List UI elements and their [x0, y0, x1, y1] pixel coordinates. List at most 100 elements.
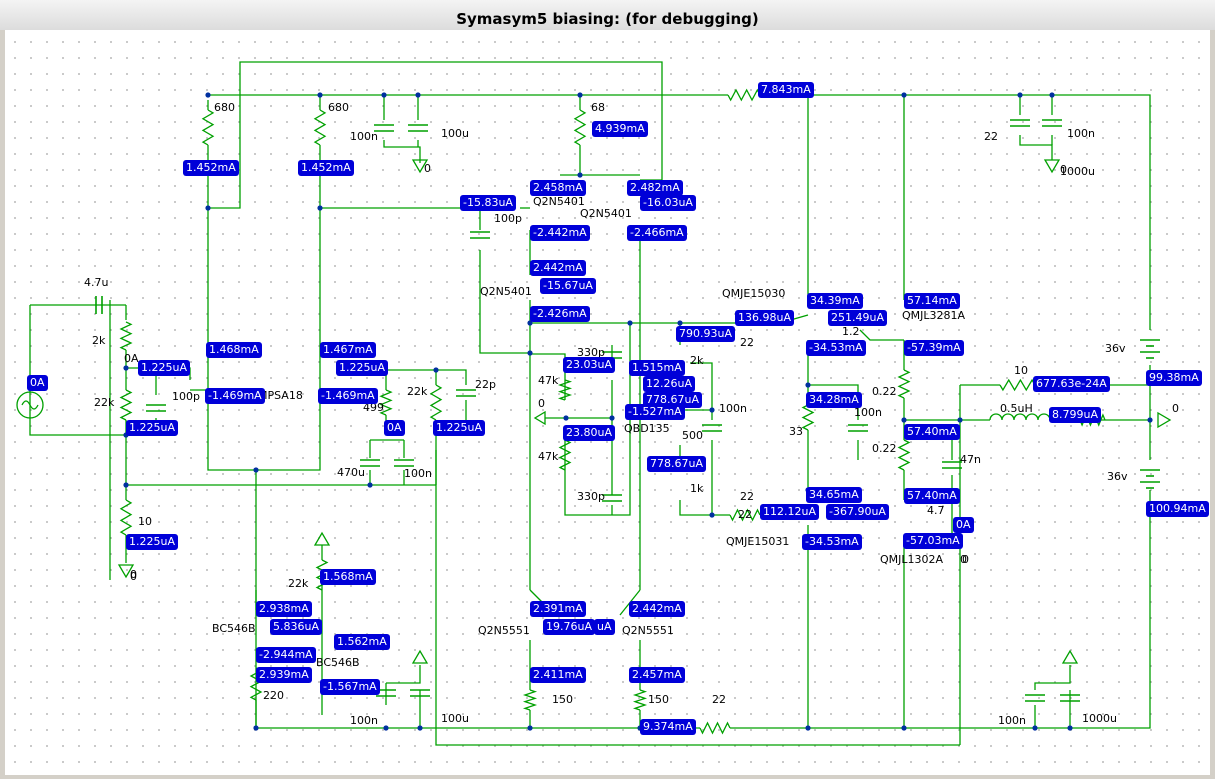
- current-probe-label[interactable]: 57.40mA: [904, 488, 960, 504]
- component-label: 0: [130, 570, 137, 583]
- current-probe-label[interactable]: 4.939mA: [592, 121, 648, 137]
- current-probe-label[interactable]: 1.515mA: [629, 360, 685, 376]
- resistor-v-2: [119, 499, 133, 536]
- current-probe-label[interactable]: 0A: [27, 375, 48, 391]
- current-probe-label[interactable]: 12.26uA: [643, 376, 695, 392]
- current-probe-label[interactable]: 1.468mA: [206, 342, 262, 358]
- current-probe-label[interactable]: 778.67uA: [647, 456, 706, 472]
- resistor-v-5: [573, 109, 587, 146]
- resistor-v-4: [313, 109, 327, 146]
- component-label: BC546B: [212, 622, 256, 635]
- current-probe-label[interactable]: 2.442mA: [629, 601, 685, 617]
- wire-76: [1019, 135, 1053, 160]
- current-probe-label[interactable]: -34.53mA: [802, 534, 862, 550]
- current-probe-label[interactable]: -1.567mA: [320, 679, 380, 695]
- current-probe-label[interactable]: -15.67uA: [540, 278, 596, 294]
- component-label: 0: [1060, 163, 1067, 176]
- current-probe-label[interactable]: 57.14mA: [904, 293, 960, 309]
- current-probe-label[interactable]: 2.458mA: [530, 180, 586, 196]
- current-probe-label[interactable]: 34.28mA: [806, 392, 862, 408]
- current-probe-label[interactable]: 19.76uA: [543, 619, 595, 635]
- current-probe-label[interactable]: -15.83uA: [460, 195, 516, 211]
- component-label: 22k: [94, 396, 115, 409]
- wire-43: [711, 440, 730, 516]
- current-probe-label[interactable]: -57.39mA: [904, 340, 964, 356]
- current-probe-label[interactable]: 2.939mA: [256, 667, 312, 683]
- current-probe-label[interactable]: uA: [594, 619, 615, 635]
- current-probe-label[interactable]: 99.38mA: [1146, 370, 1202, 386]
- wire-85: [386, 369, 467, 385]
- current-probe-label[interactable]: 34.39mA: [807, 293, 863, 309]
- junction-33: [527, 725, 533, 731]
- wire-80: [1034, 665, 1071, 690]
- component-label: 10: [1014, 364, 1028, 377]
- current-probe-label[interactable]: 1.225uA: [126, 534, 178, 550]
- current-probe-label[interactable]: -1.469mA: [318, 388, 378, 404]
- current-probe-label[interactable]: 2.391mA: [530, 601, 586, 617]
- current-probe-label[interactable]: 1.452mA: [298, 160, 354, 176]
- component-label: 100p: [172, 390, 200, 403]
- ground-icon: [1157, 411, 1172, 429]
- component-label: 150: [552, 693, 573, 706]
- current-probe-label[interactable]: 2.938mA: [256, 601, 312, 617]
- inductor-icon: [989, 413, 1051, 421]
- component-label: 22: [740, 490, 754, 503]
- current-probe-label[interactable]: 677.63e-24A: [1033, 376, 1110, 392]
- window-title-bar[interactable]: Symasym5 biasing: (for debugging): [0, 0, 1215, 30]
- component-label: 0.22: [872, 385, 897, 398]
- current-probe-label[interactable]: 5.836uA: [270, 619, 322, 635]
- current-probe-label[interactable]: -2.466mA: [627, 225, 687, 241]
- current-probe-label[interactable]: 1.467mA: [320, 342, 376, 358]
- current-probe-label[interactable]: 2.411mA: [530, 667, 586, 683]
- current-probe-label[interactable]: 34.65mA: [806, 487, 862, 503]
- current-probe-label[interactable]: -367.90uA: [826, 504, 889, 520]
- current-probe-label[interactable]: -34.53mA: [806, 340, 866, 356]
- current-probe-label[interactable]: 8.799uA: [1049, 407, 1101, 423]
- current-probe-label[interactable]: 9.374mA: [640, 719, 696, 735]
- junction-32: [417, 725, 423, 731]
- current-probe-label[interactable]: 1.225uA: [336, 360, 388, 376]
- current-probe-label[interactable]: -57.03mA: [903, 533, 963, 549]
- current-probe-label[interactable]: -1.469mA: [205, 388, 265, 404]
- current-probe-label[interactable]: -1.527mA: [625, 404, 685, 420]
- component-label: 4.7: [927, 504, 945, 517]
- current-probe-label[interactable]: 1.562mA: [334, 634, 390, 650]
- component-symbols: [16, 119, 1172, 702]
- current-probe-label[interactable]: 2.457mA: [629, 667, 685, 683]
- current-probe-label[interactable]: -2.944mA: [256, 647, 316, 663]
- current-probe-label[interactable]: 2.482mA: [627, 180, 683, 196]
- junction-26: [805, 382, 811, 388]
- junction-9: [205, 205, 211, 211]
- current-probe-label[interactable]: 112.12uA: [760, 504, 819, 520]
- current-probe-label[interactable]: 23.03uA: [563, 357, 615, 373]
- current-probe-label[interactable]: 1.225uA: [126, 420, 178, 436]
- current-probe-label[interactable]: 0A: [953, 517, 974, 533]
- component-label: 2k: [92, 334, 106, 347]
- component-label: 100u: [441, 712, 469, 725]
- resistor-v-14: [379, 389, 393, 416]
- current-probe-label[interactable]: 136.98uA: [735, 310, 794, 326]
- current-probe-label[interactable]: 57.40mA: [904, 424, 960, 440]
- current-probe-label[interactable]: 100.94mA: [1146, 501, 1209, 517]
- junction-18: [123, 482, 129, 488]
- current-probe-label[interactable]: 2.442mA: [530, 260, 586, 276]
- current-probe-label[interactable]: -2.442mA: [530, 225, 590, 241]
- component-label: 150: [648, 693, 669, 706]
- current-probe-label[interactable]: 7.843mA: [758, 82, 814, 98]
- current-probe-label[interactable]: 23.80uA: [563, 425, 615, 441]
- current-probe-label[interactable]: -16.03uA: [640, 195, 696, 211]
- current-probe-label[interactable]: 790.93uA: [676, 326, 735, 342]
- current-probe-label[interactable]: 1.225uA: [433, 420, 485, 436]
- current-probe-label[interactable]: 0A: [384, 420, 405, 436]
- current-probe-label[interactable]: -2.426mA: [530, 306, 590, 322]
- current-probe-label[interactable]: 251.49uA: [828, 310, 887, 326]
- component-label: QMJE15030: [722, 287, 785, 300]
- component-label: 10: [138, 515, 152, 528]
- current-probe-label[interactable]: 1.568mA: [320, 569, 376, 585]
- current-probe-label[interactable]: 1.452mA: [183, 160, 239, 176]
- current-probe-label[interactable]: 1.225uA: [138, 360, 190, 376]
- junction-2: [381, 92, 387, 98]
